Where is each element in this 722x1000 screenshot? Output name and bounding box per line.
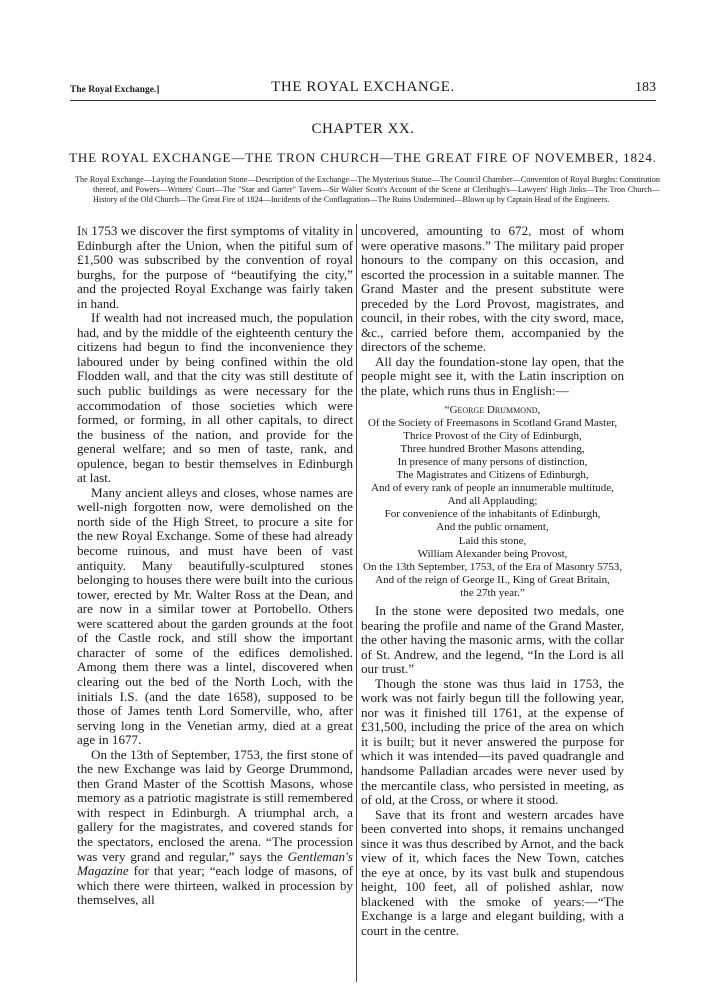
inscription-line: Thrice Provost of the City of Edinburgh,: [403, 429, 582, 442]
inscription-block: “George Drummond, Of the Society of Free…: [361, 404, 624, 600]
paragraph-construction: Though the stone was thus laid in 1753, …: [361, 675, 624, 808]
paragraph-medals: In the stone were deposited two medals, …: [361, 602, 624, 677]
inscription-line: And the public ornament,: [436, 521, 549, 534]
paragraph-text: for that year; “each lodge of masons, of…: [77, 863, 353, 908]
inscription-line: In presence of many persons of distincti…: [397, 455, 588, 468]
running-head: The Royal Exchange.] THE ROYAL EXCHANGE.…: [70, 79, 656, 99]
paragraph-inscription-intro: All day the foundation-stone lay open, t…: [361, 353, 624, 399]
chapter-title: THE ROYAL EXCHANGE—THE TRON CHURCH—THE G…: [69, 150, 657, 165]
paragraph-4: On the 13th of September, 1753, the firs…: [77, 746, 353, 908]
paragraph-description: Save that its front and western arcades …: [361, 806, 624, 938]
inscription-line: And of the reign of George II., King of …: [375, 573, 610, 586]
inscription-line: Three hundred Brother Masons attending,: [400, 442, 585, 455]
left-column: In 1753 we discover the first symptoms o…: [77, 223, 353, 908]
inscription-line: On the 13th September, 1753, of the Era …: [363, 560, 622, 573]
inscription-line: Of the Society of Freemasons in Scotland…: [367, 416, 618, 429]
inscription-line: “George Drummond,: [444, 403, 541, 416]
inscription-line: The Magistrates and Citizens of Edinburg…: [396, 469, 589, 482]
running-head-section: The Royal Exchange.]: [70, 85, 160, 95]
paragraph-continued: uncovered, amounting to 672, most of who…: [361, 223, 624, 355]
paragraph-2: If wealth had not increased much, the po…: [77, 310, 353, 486]
opening-word: In: [77, 223, 88, 238]
paragraph-3: Many ancient alleys and closes, whose na…: [77, 484, 353, 748]
chapter-synopsis: The Royal Exchange—Laying the Foundation…: [75, 175, 660, 205]
inscription-line: For convenience of the inhabitants of Ed…: [384, 508, 601, 521]
inscription-line: And of every rank of people an innumerab…: [371, 482, 614, 495]
inscription-line: Laid this stone,: [458, 534, 527, 547]
paragraph-text: On the 13th of September, 1753, the firs…: [77, 746, 353, 864]
inscription-line: William Alexander being Provost,: [417, 547, 568, 560]
chapter-number: CHAPTER XX.: [311, 121, 415, 137]
page-number: 183: [635, 80, 656, 95]
paragraph-1: In 1753 we discover the first symptoms o…: [77, 223, 353, 311]
inscription-line: the 27th year.”: [460, 586, 525, 599]
column-divider: [356, 224, 357, 982]
paragraph-text: 1753 we discover the first symptoms of v…: [77, 223, 353, 311]
synopsis-text: The Royal Exchange—Laying the Foundation…: [75, 175, 660, 204]
magazine-title: Gentleman's Magazine: [77, 848, 353, 879]
running-head-title: THE ROYAL EXCHANGE.: [271, 79, 455, 95]
right-column: uncovered, amounting to 672, most of who…: [361, 223, 624, 939]
header-rule: [70, 100, 656, 101]
inscription-line: And all Applauding;: [447, 495, 538, 508]
